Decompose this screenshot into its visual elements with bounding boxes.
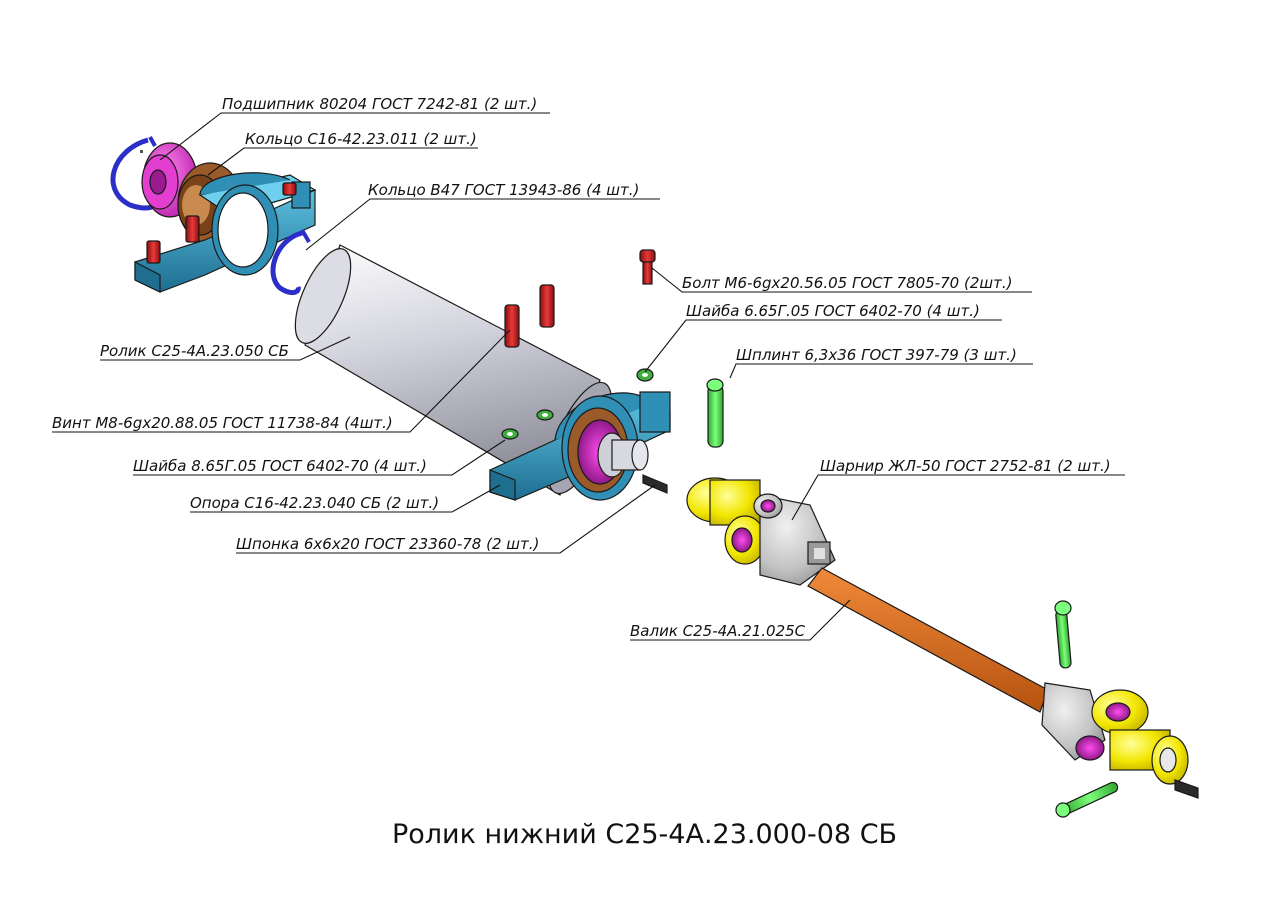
cotter-pin-2 (1054, 600, 1072, 669)
bolt-m6 (639, 249, 656, 285)
hinge-joint-1 (686, 477, 836, 586)
support-left (134, 172, 317, 293)
screw-roller-1 (504, 304, 520, 348)
washer-6 (636, 368, 654, 382)
screw-roller-2 (539, 284, 555, 328)
callout-cotter-pin: Шплинт 6,3х36 ГОСТ 397-79 (3 шт.) (736, 346, 1017, 364)
callout-washer-6: Шайба 6.65Г.05 ГОСТ 6402-70 (4 шт.) (686, 302, 980, 320)
labels: Подшипник 80204 ГОСТ 7242-81 (2 шт.) Кол… (52, 95, 1111, 640)
screw-left-2 (185, 215, 200, 243)
callout-key: Шпонка 6х6х20 ГОСТ 23360-78 (2 шт.) (236, 535, 539, 553)
callout-bearing: Подшипник 80204 ГОСТ 7242-81 (2 шт.) (222, 95, 537, 113)
callout-ring-c16: Кольцо С16-42.23.011 (2 шт.) (245, 130, 477, 148)
washer-8-1 (501, 428, 519, 440)
callout-bolt-m6: Болт М6-6gх20.56.05 ГОСТ 7805-70 (2шт.) (682, 274, 1012, 292)
circlip-middle (270, 230, 303, 296)
screw-left-3 (146, 240, 161, 264)
screw-left-1 (282, 182, 297, 196)
callout-screw-m8: Винт М8-6gх20.88.05 ГОСТ 11738-84 (4шт.) (52, 414, 393, 432)
support-right (489, 391, 671, 501)
cotter-pin-3 (1055, 781, 1119, 818)
leader-lines (52, 112, 1125, 641)
circlip-left-inner (148, 136, 157, 147)
callout-washer-8: Шайба 8.65Г.05 ГОСТ 6402-70 (4 шт.) (133, 457, 427, 475)
callout-support: Опора С16-42.23.040 СБ (2 шт.) (190, 494, 439, 512)
key (642, 474, 668, 494)
shaft (807, 567, 1049, 713)
callout-roller: Ролик С25-4А.23.050 СБ (100, 342, 289, 360)
callout-ring-b47: Кольцо В47 ГОСТ 13943-86 (4 шт.) (368, 181, 639, 199)
callout-hinge: Шарнир ЖЛ-50 ГОСТ 2752-81 (2 шт.) (820, 457, 1111, 475)
hinge-joint-2 (1041, 682, 1199, 799)
cotter-pin-top (706, 378, 724, 448)
left-support-group (110, 136, 317, 296)
washer-8-2 (536, 409, 554, 421)
drawing-title: Ролик нижний С25-4А.23.000-08 СБ (392, 819, 897, 850)
callout-shaft: Валик С25-4А.21.025С (630, 622, 806, 640)
